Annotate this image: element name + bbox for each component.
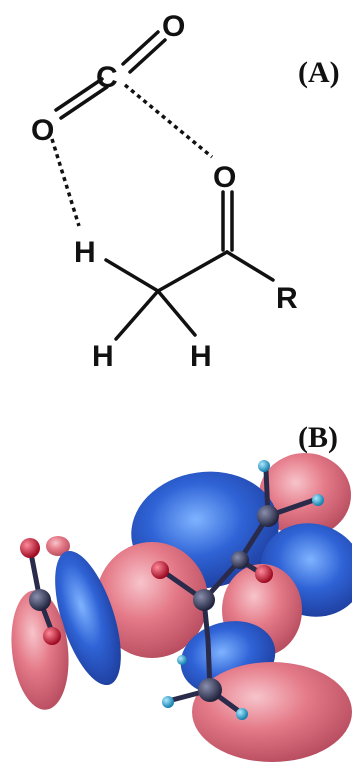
model-atom-hydrogen xyxy=(177,655,187,665)
bond-ch3-h-right xyxy=(156,289,197,337)
model-atom-hydrogen xyxy=(258,460,270,472)
bond-c-o-left-2 xyxy=(59,85,109,120)
atom-h-bridge: H xyxy=(74,236,96,269)
dashed-o-to-h xyxy=(50,138,81,227)
model-atom-oxygen xyxy=(255,565,273,583)
orbital-lobe-red-top-right xyxy=(259,453,351,537)
panel-a-label: (A) xyxy=(298,56,340,89)
bond-c-r xyxy=(225,250,275,282)
model-atom-carbon xyxy=(29,589,51,611)
bond-ch3-h-bridge xyxy=(104,258,160,293)
bond-c-ch3 xyxy=(156,250,229,293)
atom-o-top: O xyxy=(162,10,185,43)
atom-o-carbonyl: O xyxy=(213,161,236,194)
model-atom-oxygen xyxy=(151,561,169,579)
model-atom-hydrogen xyxy=(236,708,248,720)
model-atom-hydrogen xyxy=(312,494,324,506)
atom-h-left: H xyxy=(92,340,114,373)
model-atom-carbon xyxy=(257,505,279,527)
atom-c-top: C xyxy=(96,61,118,94)
panel-a-structure: O C O O H R H H xyxy=(31,10,298,373)
atom-h-right: H xyxy=(190,340,212,373)
model-atom-oxygen xyxy=(43,627,61,645)
atom-o-left: O xyxy=(31,114,54,147)
orbital-lobe-red-small-top xyxy=(46,536,70,556)
panel-b-label: (B) xyxy=(298,421,338,454)
bond-ch3-h-left xyxy=(114,289,160,341)
panel-b-orbitals xyxy=(11,453,352,762)
interaction-lines xyxy=(50,83,214,227)
model-atom-carbon xyxy=(198,678,222,702)
dashed-c-to-carbonyl-o xyxy=(123,83,214,159)
model-atom-carbon xyxy=(193,589,215,611)
orbital-lobe-blue-left xyxy=(55,550,121,686)
orbital-lobe-red-left xyxy=(11,590,69,710)
model-atom-oxygen xyxy=(20,538,40,558)
bond-c-o-left-1 xyxy=(54,77,104,112)
orbital-lobe-red-bottom xyxy=(192,662,352,762)
atom-r-group: R xyxy=(276,282,298,315)
model-atom-carbon xyxy=(231,551,249,569)
model-atom-hydrogen xyxy=(162,696,174,708)
orbital-lobe-red-middle-left xyxy=(96,542,208,658)
bond-c-o-top-2 xyxy=(121,30,160,66)
bond-c-o-top-1 xyxy=(128,38,167,74)
bonds xyxy=(54,30,275,341)
